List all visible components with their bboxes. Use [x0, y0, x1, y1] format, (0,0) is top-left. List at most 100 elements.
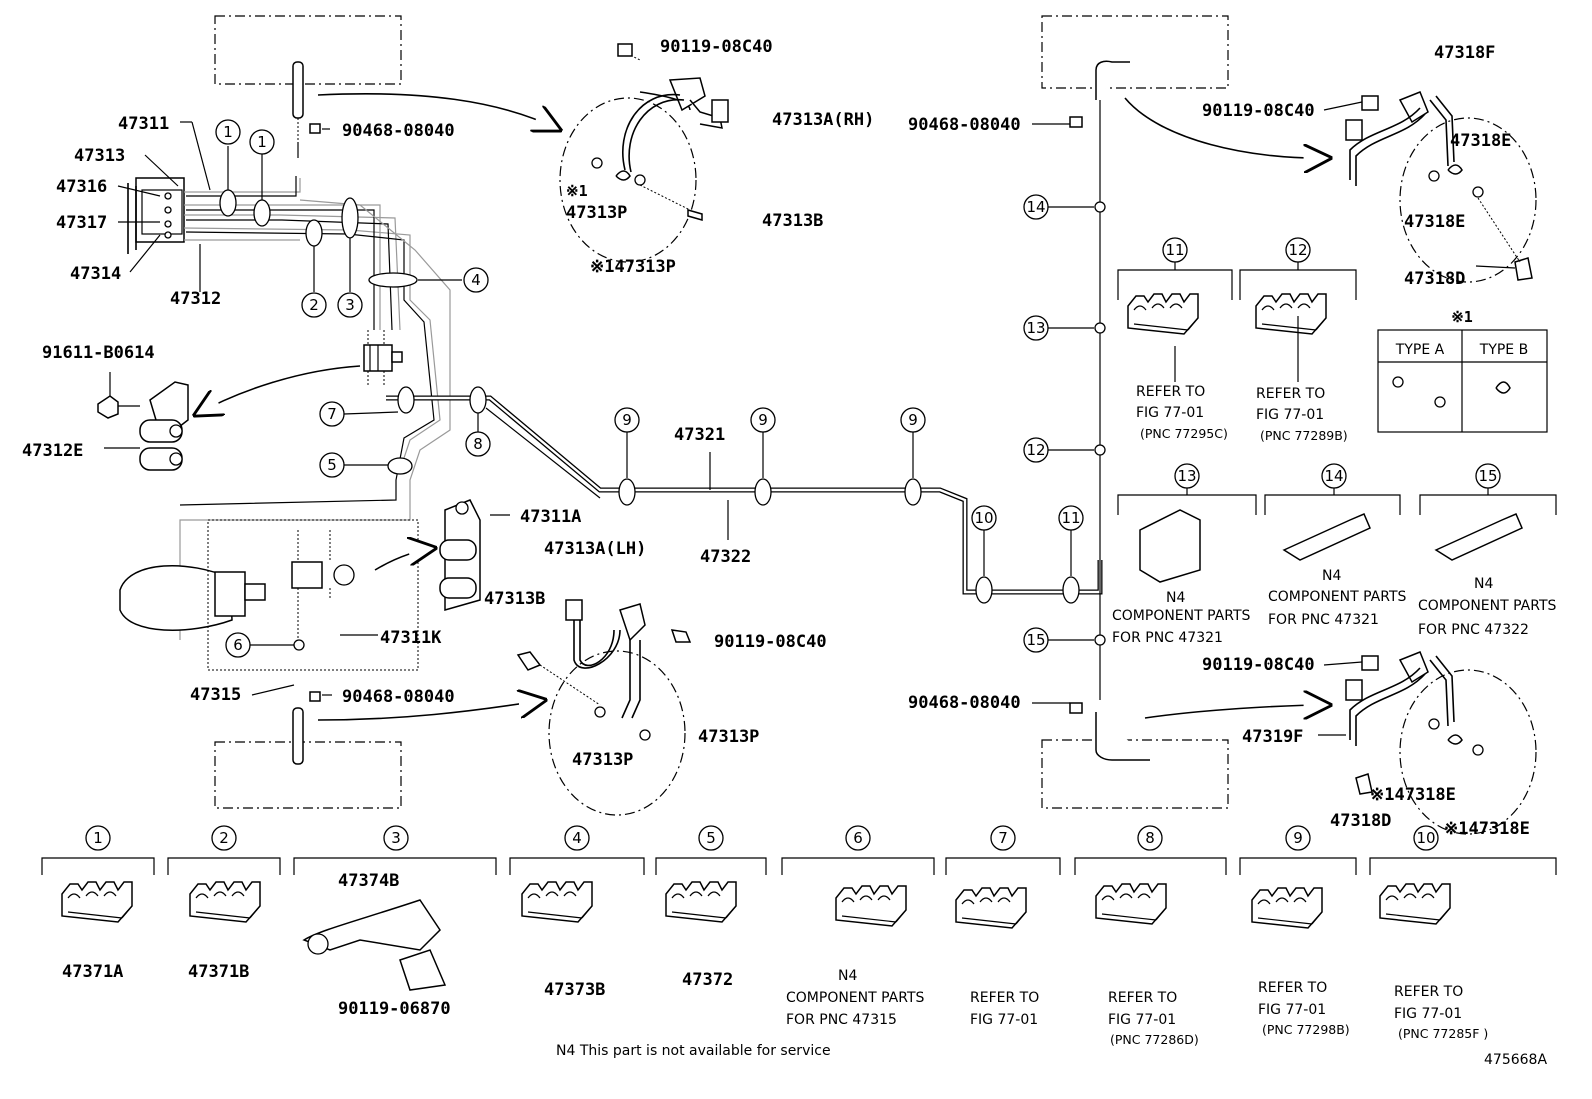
junction-block	[127, 177, 185, 254]
type-b-label: TYPE B	[1479, 342, 1528, 358]
label-47318e-1: 47318E	[1450, 131, 1511, 151]
type-table	[1377, 329, 1548, 433]
label-clip-right-top: 90468-08040	[908, 115, 1021, 135]
right-clamp-drawings	[1117, 262, 1557, 583]
bc10-l3: (PNC 77285F )	[1398, 1026, 1488, 1041]
callout-12: 12	[1026, 441, 1045, 459]
bc6-l2: COMPONENT PARTS	[786, 990, 925, 1006]
bc3-part2: 90119-06870	[338, 999, 451, 1019]
label-clip-top: 90468-08040	[342, 121, 455, 141]
callout-10: 10	[974, 509, 993, 527]
rc12-l2: FIG 77-01	[1256, 407, 1324, 423]
label-47311k: 47311K	[380, 628, 442, 648]
type-a-label: TYPE A	[1395, 342, 1445, 358]
bc9-l3: (PNC 77298B)	[1262, 1022, 1350, 1037]
callout-11: 11	[1061, 509, 1080, 527]
callout-3: 3	[345, 296, 355, 314]
callout-14: 14	[1026, 198, 1045, 216]
wheel-area-top-right	[1041, 15, 1330, 158]
rc15-l1: N4	[1474, 576, 1493, 592]
bc9-l2: FIG 77-01	[1258, 1002, 1326, 1018]
label-47311: 47311	[118, 114, 169, 134]
rc13-l1: N4	[1166, 590, 1185, 606]
rc15-num: 15	[1478, 467, 1497, 485]
rc13-l3: FOR PNC 47321	[1112, 630, 1223, 646]
rc12-l3: (PNC 77289B)	[1260, 428, 1348, 443]
bc4-num: 4	[572, 829, 582, 847]
bc7-num: 7	[998, 829, 1008, 847]
bc8-l1: REFER TO	[1108, 990, 1177, 1006]
label-47313p-4: 47313P	[572, 750, 633, 770]
line-clamp-markers	[219, 189, 1106, 651]
bc1-num: 1	[93, 829, 103, 847]
footnote: N4 This part is not available for servic…	[556, 1043, 831, 1059]
label-47311a: 47311A	[520, 507, 581, 527]
label-47318d-2: 47318D	[1330, 811, 1391, 831]
callout-2: 2	[309, 296, 319, 314]
bottom-clamp-drawings	[41, 857, 1557, 991]
callout-15: 15	[1026, 631, 1045, 649]
master-cylinder-area	[119, 499, 481, 671]
callout-13: 13	[1026, 319, 1045, 337]
label-47313b-bot: 47313B	[484, 589, 545, 609]
label-47318e-4: ※147318E	[1444, 819, 1530, 839]
bc6-l1: N4	[838, 968, 857, 984]
label-47319f: 47319F	[1242, 727, 1303, 747]
rc14-l1: N4	[1322, 568, 1341, 584]
label-47318e-3: ※147318E	[1370, 785, 1456, 805]
bc5-num: 5	[706, 829, 716, 847]
bc10-num: 10	[1416, 829, 1435, 847]
label-clip-bot: 90468-08040	[342, 687, 455, 707]
label-bolt-top: 90119-08C40	[660, 37, 773, 57]
callout-9b: 9	[758, 411, 768, 429]
label-note-mark-1: ※1	[566, 182, 588, 200]
bc9-num: 9	[1293, 829, 1303, 847]
bracket-47312e	[97, 365, 361, 471]
flex-hose-right-bottom	[1345, 651, 1537, 835]
label-47313p-3: 47313P	[698, 727, 759, 747]
rc14-num: 14	[1324, 467, 1343, 485]
label-47322: 47322	[700, 547, 751, 567]
bc8-l3: (PNC 77286D)	[1110, 1032, 1199, 1047]
valve-block	[363, 330, 403, 385]
rc11-l2: FIG 77-01	[1136, 405, 1204, 421]
label-47316: 47316	[56, 177, 107, 197]
label-bolt-mid: 90119-08C40	[714, 632, 827, 652]
leader-lines	[104, 101, 1516, 736]
rc13-l2: COMPONENT PARTS	[1112, 608, 1251, 624]
rc12-num: 12	[1288, 241, 1307, 259]
bc7-l2: FIG 77-01	[970, 1012, 1038, 1028]
diagram-id: 475668A	[1484, 1052, 1547, 1068]
bc7-l1: REFER TO	[970, 990, 1039, 1006]
label-47318f: 47318F	[1434, 43, 1495, 63]
rc11-l3: (PNC 77295C)	[1140, 426, 1228, 441]
bc1-part: 47371A	[62, 962, 123, 982]
label-91611: 91611-B0614	[42, 343, 155, 363]
label-47312: 47312	[170, 289, 221, 309]
bc10-l2: FIG 77-01	[1394, 1006, 1462, 1022]
label-bolt-right-bot: 90119-08C40	[1202, 655, 1315, 675]
callout-circles: 1 1 2 3 4 5 6 7 8 9 9 9 10 11 14 13 12 1…	[215, 119, 1084, 658]
flex-hose-rh	[559, 43, 729, 263]
label-clip-right-bot: 90468-08040	[908, 693, 1021, 713]
label-47318e-2: 47318E	[1404, 212, 1465, 232]
type-table-text: ※1 TYPE A TYPE B	[1395, 308, 1528, 358]
bc6-l3: FOR PNC 47315	[786, 1012, 897, 1028]
rc14-l3: FOR PNC 47321	[1268, 612, 1379, 628]
callout-8: 8	[473, 435, 483, 453]
rc11-l1: REFER TO	[1136, 384, 1205, 400]
label-47315: 47315	[190, 685, 241, 705]
rc14-l2: COMPONENT PARTS	[1268, 589, 1407, 605]
bottom-clamp-texts: 1 47371A 2 47371B 3 47374B 90119-06870 4…	[62, 825, 1488, 1047]
callout-1: 1	[223, 123, 233, 141]
label-47314: 47314	[70, 264, 121, 284]
rc12-l1: REFER TO	[1256, 386, 1325, 402]
label-47312e: 47312E	[22, 441, 83, 461]
bc9-l1: REFER TO	[1258, 980, 1327, 996]
rc15-l2: COMPONENT PARTS	[1418, 598, 1557, 614]
label-47313: 47313	[74, 146, 125, 166]
bc4-part: 47373B	[544, 980, 605, 1000]
bc10-l1: REFER TO	[1394, 984, 1463, 1000]
wheel-area-bottom-right	[1041, 703, 1330, 809]
rc15-l3: FOR PNC 47322	[1418, 622, 1529, 638]
